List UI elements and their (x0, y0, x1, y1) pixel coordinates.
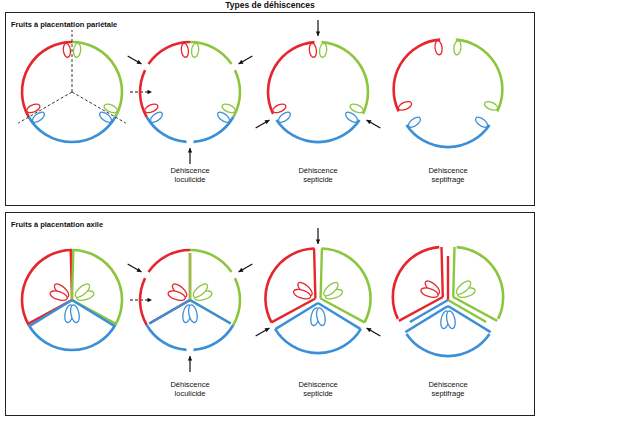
ovule (315, 307, 327, 326)
ovule (31, 110, 46, 124)
ovule (319, 43, 328, 58)
pericarp-wall (277, 120, 360, 142)
ovule (474, 115, 489, 129)
ovule (191, 43, 200, 58)
pericarp-wall (149, 42, 191, 64)
pericarp-wall (72, 42, 122, 117)
ovule (191, 282, 210, 300)
septum (441, 247, 442, 297)
ovule (167, 289, 187, 302)
dehiscence-arrow (256, 120, 270, 128)
pericarp-wall (140, 278, 147, 325)
pericarp-wall (456, 40, 503, 112)
carpel-boundary (72, 30, 73, 92)
ovule (149, 110, 164, 124)
pericarp-wall (275, 329, 361, 353)
dehiscence-arrow (366, 120, 380, 128)
dehiscence-label: Déhiscence loculicide (162, 166, 218, 184)
ovule (187, 304, 199, 323)
ovule (322, 280, 341, 298)
ovule (63, 43, 72, 58)
pericarp-wall (149, 250, 191, 272)
septum (399, 297, 443, 321)
carpel-boundary (72, 92, 126, 123)
septum (321, 249, 322, 299)
pericarp-wall (265, 249, 314, 323)
ovule (434, 40, 443, 55)
ovule (277, 110, 292, 124)
ovule (420, 286, 440, 299)
pericarp-wall (29, 325, 116, 350)
arrow-head (147, 298, 152, 302)
pericarp-wall (268, 42, 314, 114)
dehiscence-label: Déhiscence septicide (290, 166, 346, 184)
arrow-head (265, 120, 270, 124)
dehiscence-arrow (128, 56, 142, 64)
ovule (407, 115, 422, 129)
septum (189, 253, 191, 300)
dehiscence-label: Déhiscence septicide (290, 380, 346, 398)
septum (447, 256, 449, 300)
ovule (73, 43, 82, 58)
dehiscence-arrow (366, 328, 380, 336)
septum (410, 300, 448, 322)
pericarp-wall (194, 325, 234, 350)
ovule (98, 110, 113, 124)
ovule (292, 288, 312, 301)
pericarp-wall (407, 334, 490, 356)
dehiscence-label: Déhiscence septifrage (420, 166, 476, 184)
dehiscence-arrow (238, 56, 252, 64)
ovule (397, 100, 413, 112)
pericarp-wall (322, 249, 371, 323)
ovule (216, 110, 231, 124)
pericarp-wall (22, 42, 72, 117)
septum (453, 297, 497, 321)
arrow-head (188, 148, 192, 153)
arrow-head (147, 90, 152, 94)
dehiscence-arrow (238, 264, 252, 272)
arrow-head (137, 268, 142, 272)
ovule (483, 100, 499, 112)
arrow-head (137, 60, 142, 64)
arrow-head (238, 268, 243, 272)
panel-heading: Fruits à placentation pariétale (11, 20, 117, 29)
ovule (181, 43, 190, 58)
arrow-head (188, 356, 192, 361)
ovule (344, 110, 359, 124)
ovule (69, 304, 81, 323)
ovule (453, 40, 462, 55)
diagram-title: Types de déhiscences (0, 0, 540, 10)
pericarp-wall (322, 42, 368, 114)
pericarp-wall (29, 117, 116, 142)
pericarp-wall (190, 42, 232, 64)
dehiscence-arrow (256, 328, 270, 336)
panel-heading: Fruits à placentation axile (11, 220, 103, 229)
pericarp-wall (147, 325, 187, 350)
pericarp-wall (190, 250, 232, 272)
septum (189, 253, 191, 300)
dehiscence-label: Déhiscence loculicide (162, 380, 218, 398)
arrow-head (238, 60, 243, 64)
ovule (454, 279, 473, 297)
dehiscence-label: Déhiscence septifrage (420, 380, 476, 398)
arrow-head (316, 239, 320, 244)
septum (448, 300, 486, 322)
carpel-boundary (18, 92, 72, 123)
ovule (49, 289, 69, 302)
arrow-head (316, 31, 320, 36)
ovule (309, 43, 318, 58)
arrow-head (265, 328, 270, 332)
pericarp-wall (233, 278, 240, 325)
arrow-head (366, 328, 371, 332)
pericarp-wall (407, 125, 490, 147)
ovule (445, 310, 457, 329)
septum (453, 247, 454, 297)
arrow-head (366, 120, 371, 124)
septum (72, 250, 73, 300)
ovule (73, 282, 92, 300)
dehiscence-arrow (128, 264, 142, 272)
pericarp-wall (394, 40, 441, 112)
septum (314, 249, 315, 299)
